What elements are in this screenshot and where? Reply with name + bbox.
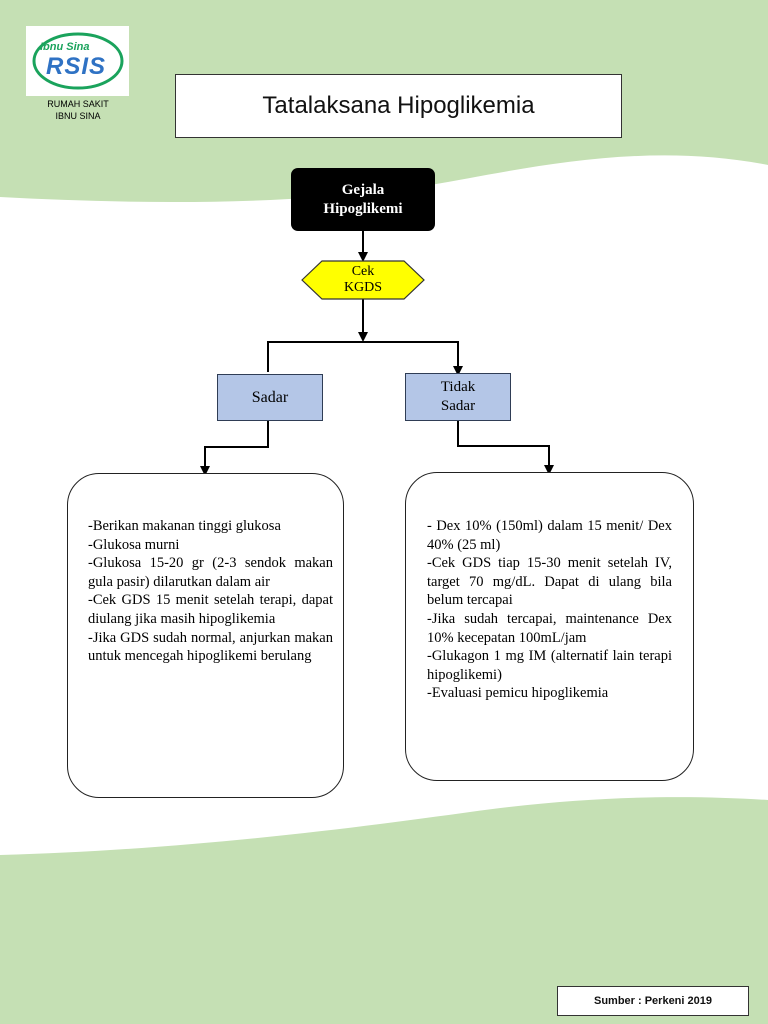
connector-split (267, 341, 463, 376)
conscious-actions-list: -Berikan makanan tinggi glukosa -Glukosa… (88, 517, 333, 666)
hospital-name-line1: RUMAH SAKIT (47, 99, 109, 109)
symptom-line1: Gejala (341, 181, 385, 198)
conscious-action-item: -Glukosa 15-20 gr (2-3 sendok makan gula… (88, 555, 333, 590)
symptom-box: Gejala Hipoglikemi (291, 168, 435, 231)
check-decision-shape (301, 260, 425, 300)
conscious-action-item: -Jika GDS sudah normal, anjurkan makan u… (88, 629, 333, 665)
source-citation: Sumber : Perkeni 2019 (557, 986, 749, 1016)
unconscious-action-item: -Cek GDS tiap 15-30 menit setelah IV, ta… (427, 555, 672, 609)
hospital-logo: Ibnu Sina RSIS (26, 26, 129, 96)
hospital-name-line2: IBNU SINA (55, 111, 101, 121)
connector-conscious-to-actions (200, 421, 269, 476)
unconscious-actions-box (405, 472, 694, 781)
check-decision: Cek KGDS (302, 261, 424, 299)
connector-unconscious-to-actions (457, 421, 554, 475)
unconscious-action-item: -Glukagon 1 mg IM (alternatif lain terap… (427, 648, 672, 683)
unconscious-box: Tidak Sadar (405, 373, 511, 421)
unconscious-action-item: -Evaluasi pemicu hipoglikemia (427, 685, 609, 702)
conscious-action-item: -Glukosa murni (88, 536, 180, 553)
check-line2: KGDS (343, 280, 383, 295)
unconscious-action-item: -Jika sudah tercapai, maintenance Dex 10… (427, 610, 672, 646)
unconscious-action-item: - Dex 10% (150ml) dalam 15 menit/ Dex 40… (427, 518, 672, 553)
logo-main-text: RSIS (46, 53, 106, 80)
page-title: Tatalaksana Hipoglikemia (175, 74, 622, 138)
logo-mark: Ibnu Sina RSIS (32, 32, 124, 90)
bottom-wave (0, 797, 768, 1024)
symptom-line2: Hipoglikemi (323, 200, 403, 217)
check-line1: Cek (351, 264, 375, 279)
conscious-actions-box (67, 473, 344, 798)
unconscious-line2: Sadar (440, 398, 476, 414)
logo-top-text: Ibnu Sina (40, 41, 90, 53)
unconscious-line1: Tidak (440, 379, 476, 395)
conscious-action-item: -Cek GDS 15 menit setelah terapi, dapat … (88, 592, 333, 627)
hospital-name: RUMAH SAKIT IBNU SINA (18, 98, 138, 122)
conscious-label: Sadar (251, 389, 289, 406)
conscious-box: Sadar (217, 374, 323, 421)
conscious-action-item: -Berikan makanan tinggi glukosa (88, 518, 281, 534)
unconscious-actions-list: - Dex 10% (150ml) dalam 15 menit/ Dex 40… (427, 517, 672, 703)
